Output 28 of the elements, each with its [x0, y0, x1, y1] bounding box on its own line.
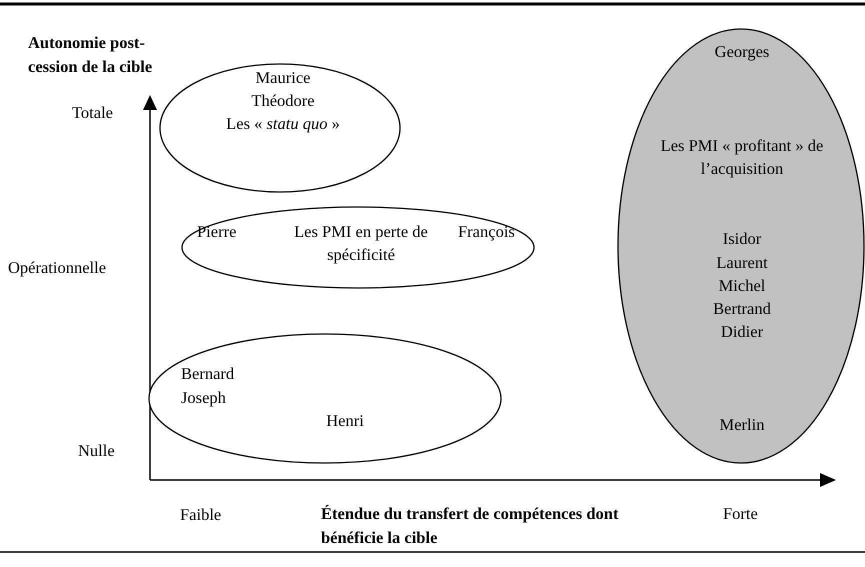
group-ellipse [149, 334, 501, 463]
name-text: François [458, 221, 515, 243]
axis-tick-label: Nulle [78, 440, 115, 462]
name-text: Les PMI en perte de spécificité [293, 221, 429, 266]
name-text: Théodore [251, 90, 315, 112]
group-ellipse [160, 64, 400, 192]
name-text: Bernard [181, 363, 234, 385]
name-text: Georges [714, 41, 770, 63]
name-text: Bertrand [713, 298, 771, 320]
name-text: Isidor [722, 228, 762, 250]
axis-tick-label: Forte [723, 503, 758, 525]
name-text: Maurice [256, 67, 310, 89]
name-text: Merlin [720, 414, 764, 436]
name-text: Joseph [181, 387, 226, 409]
group-ellipse [182, 207, 534, 288]
axis-title: Étendue du transfert de compétences dont bénéficie la cible [321, 503, 620, 549]
axis-tick-label: Opérationnelle [8, 257, 106, 279]
axis-tick-label: Faible [180, 504, 222, 526]
name-text: Laurent [716, 252, 768, 274]
name-text: Pierre [197, 221, 236, 243]
name-text: Les « statu quo » [226, 113, 340, 135]
name-text: Henri [326, 410, 364, 432]
name-text: Michel [718, 275, 766, 297]
group-ellipse [618, 29, 864, 463]
name-text: Didier [720, 321, 764, 343]
axis-tick-label: Totale [72, 102, 113, 124]
name-text: Les PMI « profitant » de l’acquisition [660, 135, 824, 180]
axis-title: Autonomie post-cession de la cible [28, 32, 154, 78]
